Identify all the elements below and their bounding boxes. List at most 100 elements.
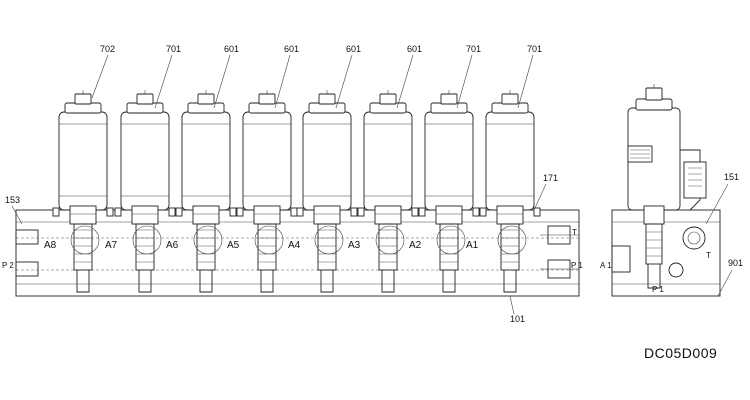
solenoid-coil (242, 111, 292, 211)
bottom-plug (260, 270, 274, 293)
spool-cartridge (317, 223, 337, 271)
callout-601-b: 601 (284, 44, 299, 54)
side-port-label-a1: A 1 (600, 261, 612, 270)
port-label-a2: A2 (409, 240, 422, 251)
solenoid-coil (181, 111, 231, 211)
callout-701-c: 701 (527, 44, 542, 54)
solenoid-valve-3 (357, 90, 419, 293)
solenoid-valve-1 (479, 90, 541, 293)
bolt (106, 207, 114, 217)
spool-cartridge (257, 223, 277, 271)
port-bore (254, 225, 284, 255)
bolt (229, 207, 237, 217)
bottom-plug (199, 270, 213, 293)
callout-601-c: 601 (346, 44, 361, 54)
bolt (175, 207, 183, 217)
bolt (296, 207, 304, 217)
callout-702: 702 (100, 44, 115, 54)
drawing-code: DC05D009 (644, 345, 717, 361)
solenoid-valve-6 (175, 90, 237, 293)
bolt (418, 207, 426, 217)
valve-base (192, 205, 220, 225)
coil-cap (64, 102, 102, 114)
solenoid-coil (58, 111, 108, 211)
bolt (479, 207, 487, 217)
lock-nut (440, 93, 458, 105)
side-port-label-t: T (706, 251, 711, 260)
coil-cap (248, 102, 286, 114)
bottom-plug (381, 270, 395, 293)
coil-cap (369, 102, 407, 114)
solenoid-valve-row (52, 90, 541, 293)
port-label-t: T (572, 228, 577, 237)
lock-nut (74, 93, 92, 105)
callout-101: 101 (510, 314, 525, 324)
solenoid-valve-7 (114, 90, 176, 293)
side-port-label-p1: P 1 (652, 285, 664, 294)
callout-601-a: 601 (224, 44, 239, 54)
bolt (533, 207, 541, 217)
valve-base (69, 205, 97, 225)
bolt (114, 207, 122, 217)
port-bore (436, 225, 466, 255)
bolt (411, 207, 419, 217)
lock-nut (501, 93, 519, 105)
solenoid-coil (120, 111, 170, 211)
port-bore (375, 225, 405, 255)
lock-nut (379, 93, 397, 105)
solenoid-valve-8 (52, 90, 114, 293)
port-bore (132, 225, 162, 255)
spool-cartridge (196, 223, 216, 271)
callouts-front: 702 701 601 601 601 601 701 701 171 153 … (5, 44, 558, 324)
callout-153: 153 (5, 195, 20, 205)
callout-701-a: 701 (166, 44, 181, 54)
valve-base (313, 205, 341, 225)
spool-cartridge (135, 223, 155, 271)
lock-nut (318, 93, 336, 105)
bolt (168, 207, 176, 217)
callout-151: 151 (724, 172, 739, 182)
callout-701-b: 701 (466, 44, 481, 54)
coil-cap (491, 102, 529, 114)
bolt (52, 207, 60, 217)
side-view: A 1 P 1 T 151 901 (600, 84, 743, 297)
port-label-a3: A3 (348, 240, 361, 251)
spool-cartridge (439, 223, 459, 271)
port-label-a1: A1 (466, 240, 479, 251)
spool-cartridge (378, 223, 398, 271)
valve-base (435, 205, 463, 225)
solenoid-coil (302, 111, 352, 211)
bottom-plug (320, 270, 334, 293)
lock-nut (258, 93, 276, 105)
solenoid-coil (424, 111, 474, 211)
manifold-block (15, 209, 580, 297)
bottom-plug (138, 270, 152, 293)
port-label-a8: A8 (44, 240, 57, 251)
spool-cartridge (500, 223, 520, 271)
valve-base (253, 205, 281, 225)
bottom-plug (503, 270, 517, 293)
port-bore (70, 225, 100, 255)
bolt (236, 207, 244, 217)
coil-cap (308, 102, 346, 114)
spool-cartridge (73, 223, 93, 271)
port-label-p2: P 2 (2, 261, 14, 270)
solenoid-valve-5 (236, 90, 298, 293)
callout-901: 901 (728, 258, 743, 268)
valve-base (496, 205, 524, 225)
bottom-plug (76, 270, 90, 293)
bolt (350, 207, 358, 217)
coil-cap (430, 102, 468, 114)
port-label-p1: P 1 (571, 261, 583, 270)
bolt (357, 207, 365, 217)
callout-601-d: 601 (407, 44, 422, 54)
lock-nut (136, 93, 154, 105)
coil-cap (126, 102, 164, 114)
port-bore (193, 225, 223, 255)
valve-base (374, 205, 402, 225)
solenoid-valve-4 (296, 90, 358, 293)
port-labels: A8 A7 A6 A5 A4 A3 A2 A1 P 2 P 1 T (2, 228, 583, 270)
callout-171: 171 (543, 173, 558, 183)
port-bore (314, 225, 344, 255)
bolt (290, 207, 298, 217)
